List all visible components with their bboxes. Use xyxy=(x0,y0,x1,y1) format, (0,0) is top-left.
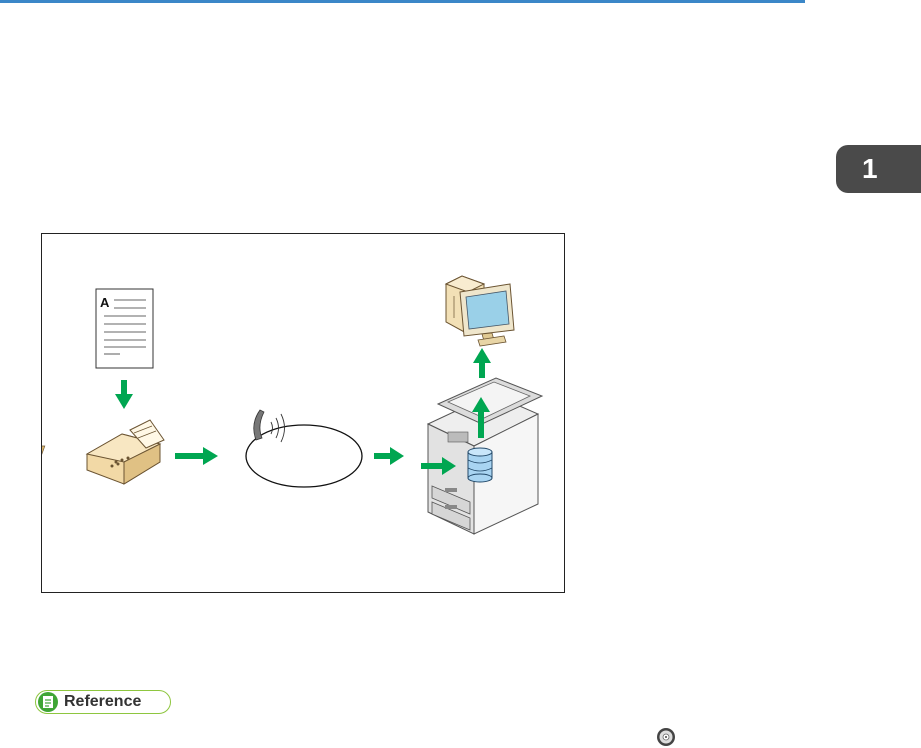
telephone-line-icon xyxy=(246,410,362,487)
document-letter: A xyxy=(100,295,110,310)
reference-icon xyxy=(38,692,58,712)
computer-icon xyxy=(446,276,514,346)
fax-storage-diagram: A xyxy=(41,233,565,593)
arrow-right-icon xyxy=(374,447,404,465)
diagram-canvas: A xyxy=(42,234,566,594)
reference-label: Reference xyxy=(64,693,141,711)
arrow-down-icon xyxy=(115,380,133,409)
arrow-up-icon xyxy=(473,348,491,378)
arrow-right-icon xyxy=(175,447,218,465)
reference-badge: Reference xyxy=(35,690,171,714)
hard-disk-icon xyxy=(468,448,492,482)
cd-rom-icon xyxy=(656,727,676,747)
header-rule xyxy=(0,0,805,3)
chapter-number: 1 xyxy=(862,153,878,185)
chapter-tab[interactable]: 1 xyxy=(836,145,921,193)
fax-machine-icon xyxy=(42,420,164,484)
document-icon: A xyxy=(96,289,153,368)
